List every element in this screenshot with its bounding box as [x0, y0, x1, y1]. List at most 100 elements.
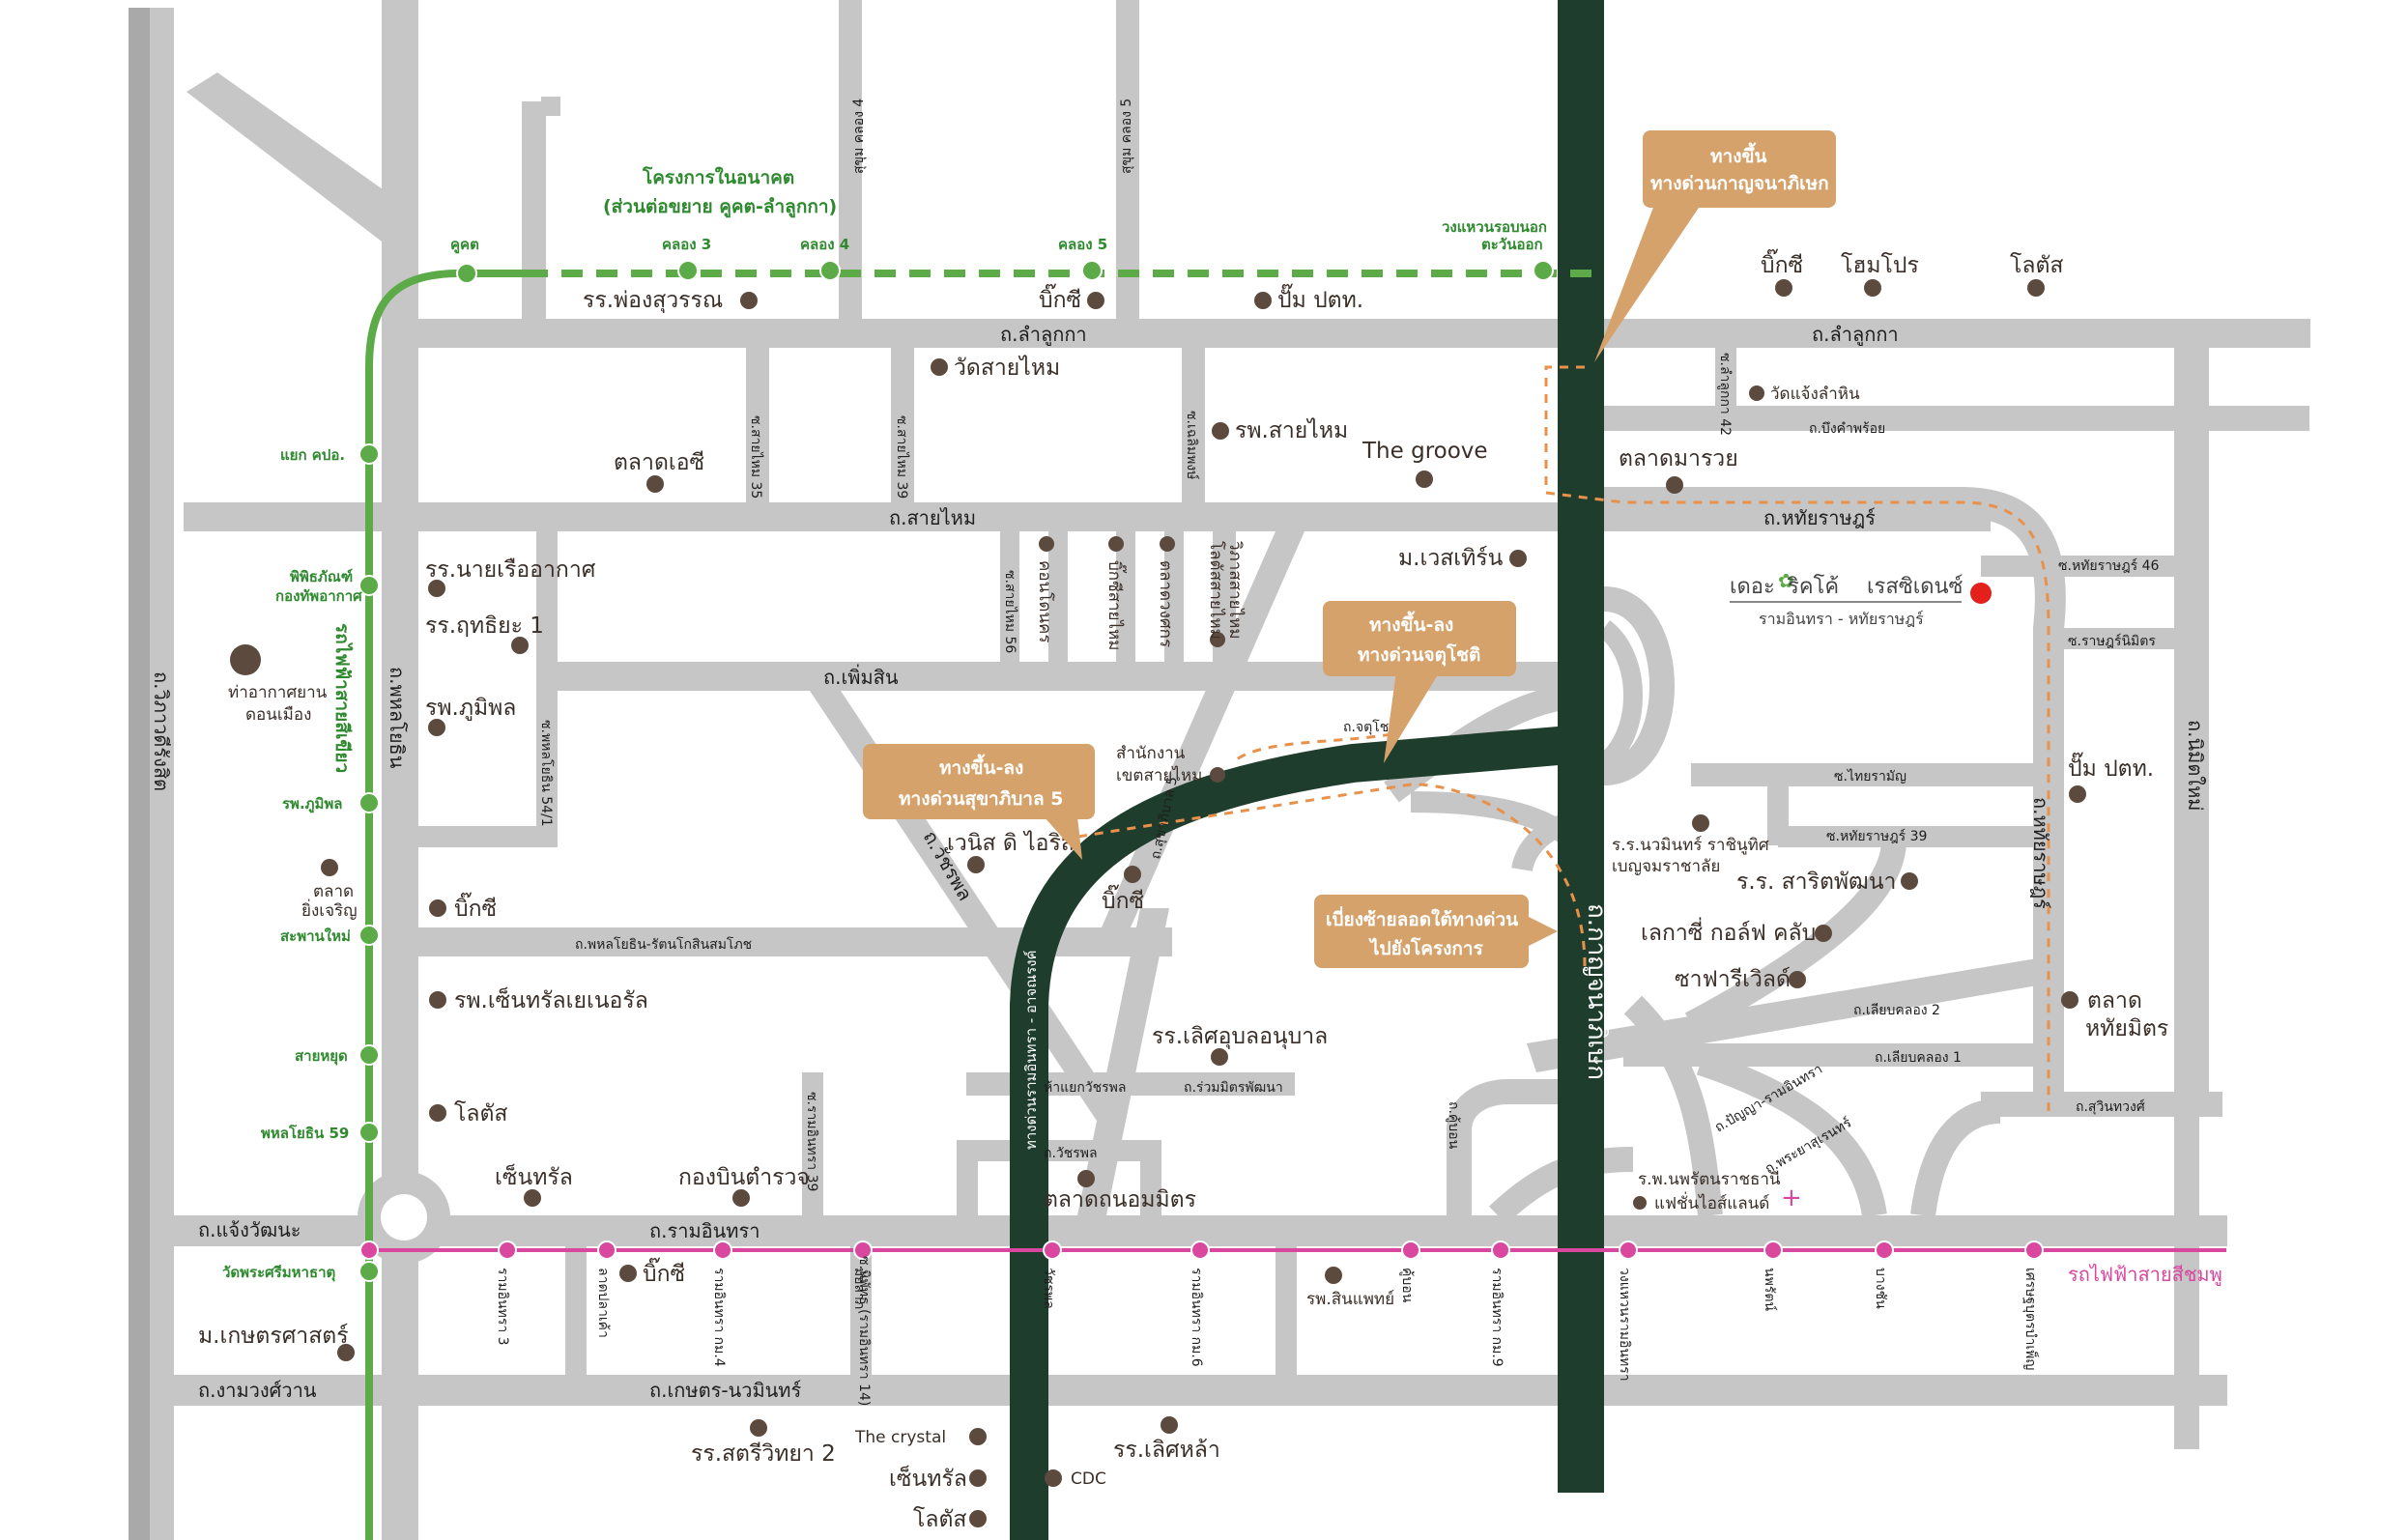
green-station-outer-ring-1: วงแหวนรอบนอก: [1442, 218, 1547, 236]
poi-lotus-top: โลตัส: [2010, 252, 2063, 278]
road-label-chaengwattana: ถ.แจ้งวัฒนะ: [198, 1218, 301, 1241]
poi-bigc-top: บิ๊กซี: [1761, 248, 1803, 278]
poi-rr-air-force: รร.นายเรืออากาศ: [425, 557, 596, 583]
poi-talat-yingcharoen-1: ตลาด: [313, 882, 354, 901]
road-label-soi-phahon-541: ซ.พหลโยธิน 54/1: [538, 720, 555, 827]
poi-nopparat-hospital: ร.พ.นพรัตนราชธานี: [1638, 1170, 1781, 1189]
callout-kanchanaphisek-line1: ทางขึ้น: [1710, 142, 1766, 167]
poi-talat-maruay: ตลาดมารวย: [1619, 446, 1738, 471]
callout-turn-left-line1: เบี่ยงซ้ายลอดใต้ทางด่วน: [1326, 906, 1518, 930]
road-label-vibhavadi: ถ.วิภาวดีรังสิต: [150, 671, 173, 791]
road-label-soi-thairaman: ซ.ไทยรามัญ: [1834, 768, 1906, 784]
poi-rp-bhumibol: รพ.ภูมิพล: [425, 696, 516, 721]
poi-talat-yingcharoen-2: ยิ่งเจริญ: [301, 898, 358, 921]
road-label-nimit-mai: ถ.นิมิตใหม่: [2184, 720, 2207, 811]
poi-bigc-5: บิ๊กซี: [643, 1257, 685, 1287]
project-subtitle: รามอินทรา - หทัยราษฎร์: [1759, 610, 1924, 628]
poi-lotus-sai-mai-1: โลตัสสายไหม: [1206, 541, 1226, 640]
road-label-expy-ramintra: ทางด่วนรามอินทรา - อาจณรงค์: [1022, 950, 1040, 1150]
green-line-name: รถไฟฟ้าสายสีเขียว: [331, 623, 354, 773]
poi-crystal: The crystal: [854, 1428, 946, 1447]
poi-lotus-3: โลตัส: [913, 1506, 966, 1532]
poi-don-mueang-2: ดอนเมือง: [245, 705, 311, 725]
poi-rp-central: รพ.เซ็นทรัลเยเนอรัล: [454, 985, 648, 1013]
green-station-pipit-2: กองทัพอากาศ: [275, 587, 362, 605]
pink-station-setthabut: เศรษฐบุตรบำเพ็ญ: [2022, 1268, 2040, 1370]
poi-ptt-top: ปั๊ม ปตท.: [1277, 283, 1363, 313]
pink-station-ram-km9: รามอินทรา กม.9: [1489, 1268, 1505, 1367]
road-label-khu-bon: ถ.คู้บอน: [1446, 1101, 1461, 1150]
poi-rp-sinphaet: รพ.สินแพทย์: [1306, 1290, 1394, 1309]
poi-rr-ruthiya: รร.ฤทธิยะ 1: [425, 613, 544, 639]
pink-station-lat-pla-khao: ลาดปลาเค้า: [595, 1268, 611, 1338]
road-label-hathairat-2: ถ.หทัยราษฎร์: [2029, 797, 2052, 909]
poi-talat-hathai-2: หทัยมิตร: [2085, 1016, 2168, 1041]
pink-station-ram-km4: รามอินทรา กม.4: [711, 1268, 727, 1367]
road-label-soi-khlong5: สุขุม คลอง 5: [1119, 99, 1134, 174]
road-label-watcharaphon-sm: ถ.วัชรพล: [1044, 1146, 1098, 1161]
leaf-icon: ✿: [1778, 569, 1794, 592]
green-station-saphan-mai: สะพานใหม่: [280, 927, 351, 945]
pink-station-dots: [359, 1241, 2044, 1260]
green-station-wat-phra-si: วัดพระศรีมหาธาตุ: [222, 1264, 335, 1282]
hospital-cross-icon: +: [1781, 1184, 1802, 1212]
green-station-dots: [358, 260, 1554, 1282]
callout-sukhaphiban-line1: ทางขึ้น-ลง: [939, 754, 1023, 779]
poi-rr-loed-ubon: รร.เลิศอุบลอนุบาล: [1152, 1024, 1328, 1049]
project-name-1: เดอะ: [1730, 575, 1775, 599]
poi-talat-hathai-1: ตลาด: [2087, 988, 2142, 1013]
road-label-ruam-mit: ถ.ร่วมมิตรพัฒนา: [1184, 1080, 1283, 1096]
road-label-phahon-ratana: ถ.พหลโยธิน-รัตนโกสินสมโภช: [575, 936, 752, 953]
green-station-outer-ring-2: ตะวันออก: [1481, 236, 1543, 253]
green-line: โครงการในอนาคต (ส่วนต่อขยาย คูคต-ลำลูกกา…: [222, 166, 1604, 1540]
poi-bigc-4: บิ๊กซี: [454, 892, 497, 922]
poi-the-groove: The groove: [1362, 439, 1488, 464]
project-name-3: เรสซิเดนซ์: [1867, 575, 1964, 599]
green-line-future-subtitle: (ส่วนต่อขยาย คูคต-ลำลูกกา): [603, 196, 837, 218]
road-diagonal-north: [186, 72, 418, 261]
expressway-ramintra-athnarong: [1010, 725, 1583, 1540]
callout-chatuchot: ทางขึ้น-ลง ทางด่วนจตุโชติ: [1323, 601, 1516, 763]
road-label-chatuchot: ถ.จตุโชติ: [1343, 719, 1397, 735]
project-name-2: ริคโค้: [1787, 574, 1839, 599]
road-label-ngam-wong-wan: ถ.งามวงศ์วาน: [198, 1379, 317, 1402]
pink-station-khu-bon: คู้บอน: [1399, 1268, 1415, 1303]
pink-station-outer-ring: วงแหวนรามอินทรา: [1617, 1268, 1632, 1382]
poi-talat-wongsakorn: ตลาดวงศกร: [1156, 560, 1175, 647]
road-label-ha-yaek: ห้าแยกวัชรพล: [1044, 1080, 1126, 1096]
poi-condo-nakhon: คอนโดนคร: [1035, 560, 1055, 643]
road-label-phoem-sin: ถ.เพิ่มสิน: [823, 664, 899, 689]
poi-wat-chaeng: วัดแจ้งลำหิน: [1770, 385, 1860, 404]
callout-sukhaphiban: ทางขึ้น-ลง ทางด่วนสุขาภิบาล 5: [863, 744, 1095, 860]
poi-rr-loet-la: รร.เลิศหล้า: [1113, 1438, 1220, 1463]
green-station-pipit-1: พิพิธภัณฑ์: [290, 568, 353, 585]
poi-cdc: CDC: [1071, 1469, 1106, 1489]
road-label-soi-chaloem-phong: ซ.เฉลิมพงษ์: [1184, 411, 1200, 480]
callout-sukhaphiban-line2: ทางด่วนสุขาภิบาล 5: [899, 788, 1063, 811]
callout-chatuchot-line2: ทางด่วนจตุโชติ: [1358, 643, 1480, 667]
road-label-hathairat-1: ถ.หทัยราษฎร์: [1763, 506, 1876, 529]
green-line-future-title: โครงการในอนาคต: [642, 166, 794, 188]
callout-kanchanaphisek-line2: ทางด่วนกาญจนาภิเษก: [1650, 173, 1829, 194]
points-of-interest: บิ๊กซี โฮมโปร โลตัส วัดแจ้งลำหิน ตลาดมาร…: [198, 248, 2168, 1532]
callout-turn-left-line2: ไปยังโครงการ: [1368, 937, 1484, 959]
road-label-soi-sai-mai-35: ซ.สายไหม 35: [748, 415, 764, 499]
road-label-soi-lam-luk-ka42: ซ.ลำลูกกา 42: [1717, 353, 1733, 436]
poi-m-kaset: ม.เกษตรศาสตร์: [198, 1323, 349, 1349]
poi-bigc-2: บิ๊กซี: [1039, 283, 1081, 313]
route-to-project: [1052, 365, 2050, 1111]
expressways: ถ.กาญจนาภิเษก ทางด่วนรามอินทรา - อาจณรงค…: [1010, 0, 1611, 1540]
poi-central-2: เซ็นทรัล: [889, 1464, 967, 1492]
callout-turn-left: เบี่ยงซ้ายลอดใต้ทางด่วน ไปยังโครงการ: [1314, 895, 1558, 968]
road-label-soi-ram39: ซ.รามอินทรา 39: [804, 1092, 819, 1191]
callout-kanchanaphisek: ทางขึ้น ทางด่วนกาญจนาภิเษก: [1594, 130, 1836, 362]
road-vibhavadi: [129, 8, 150, 1540]
pink-line-name: รถไฟฟ้าสายสีชมพู: [2068, 1263, 2222, 1287]
project-marker[interactable]: เดอะ ✿ ริคโค้ เรสซิเดนซ์ รามอินทรา - หทั…: [1730, 569, 1992, 628]
poi-rr-nawamin-2: เบญจมราชาลัย: [1612, 857, 1720, 876]
poi-homepro: โฮมโปร: [1841, 252, 1919, 278]
road-label-soi-khlong4: สุขุม คลอง 4: [851, 99, 867, 174]
road-label-bueng-kham-phroi: ถ.บึงคำพร้อย: [1809, 421, 1885, 437]
green-station-khlong5: คลอง 5: [1058, 236, 1107, 253]
